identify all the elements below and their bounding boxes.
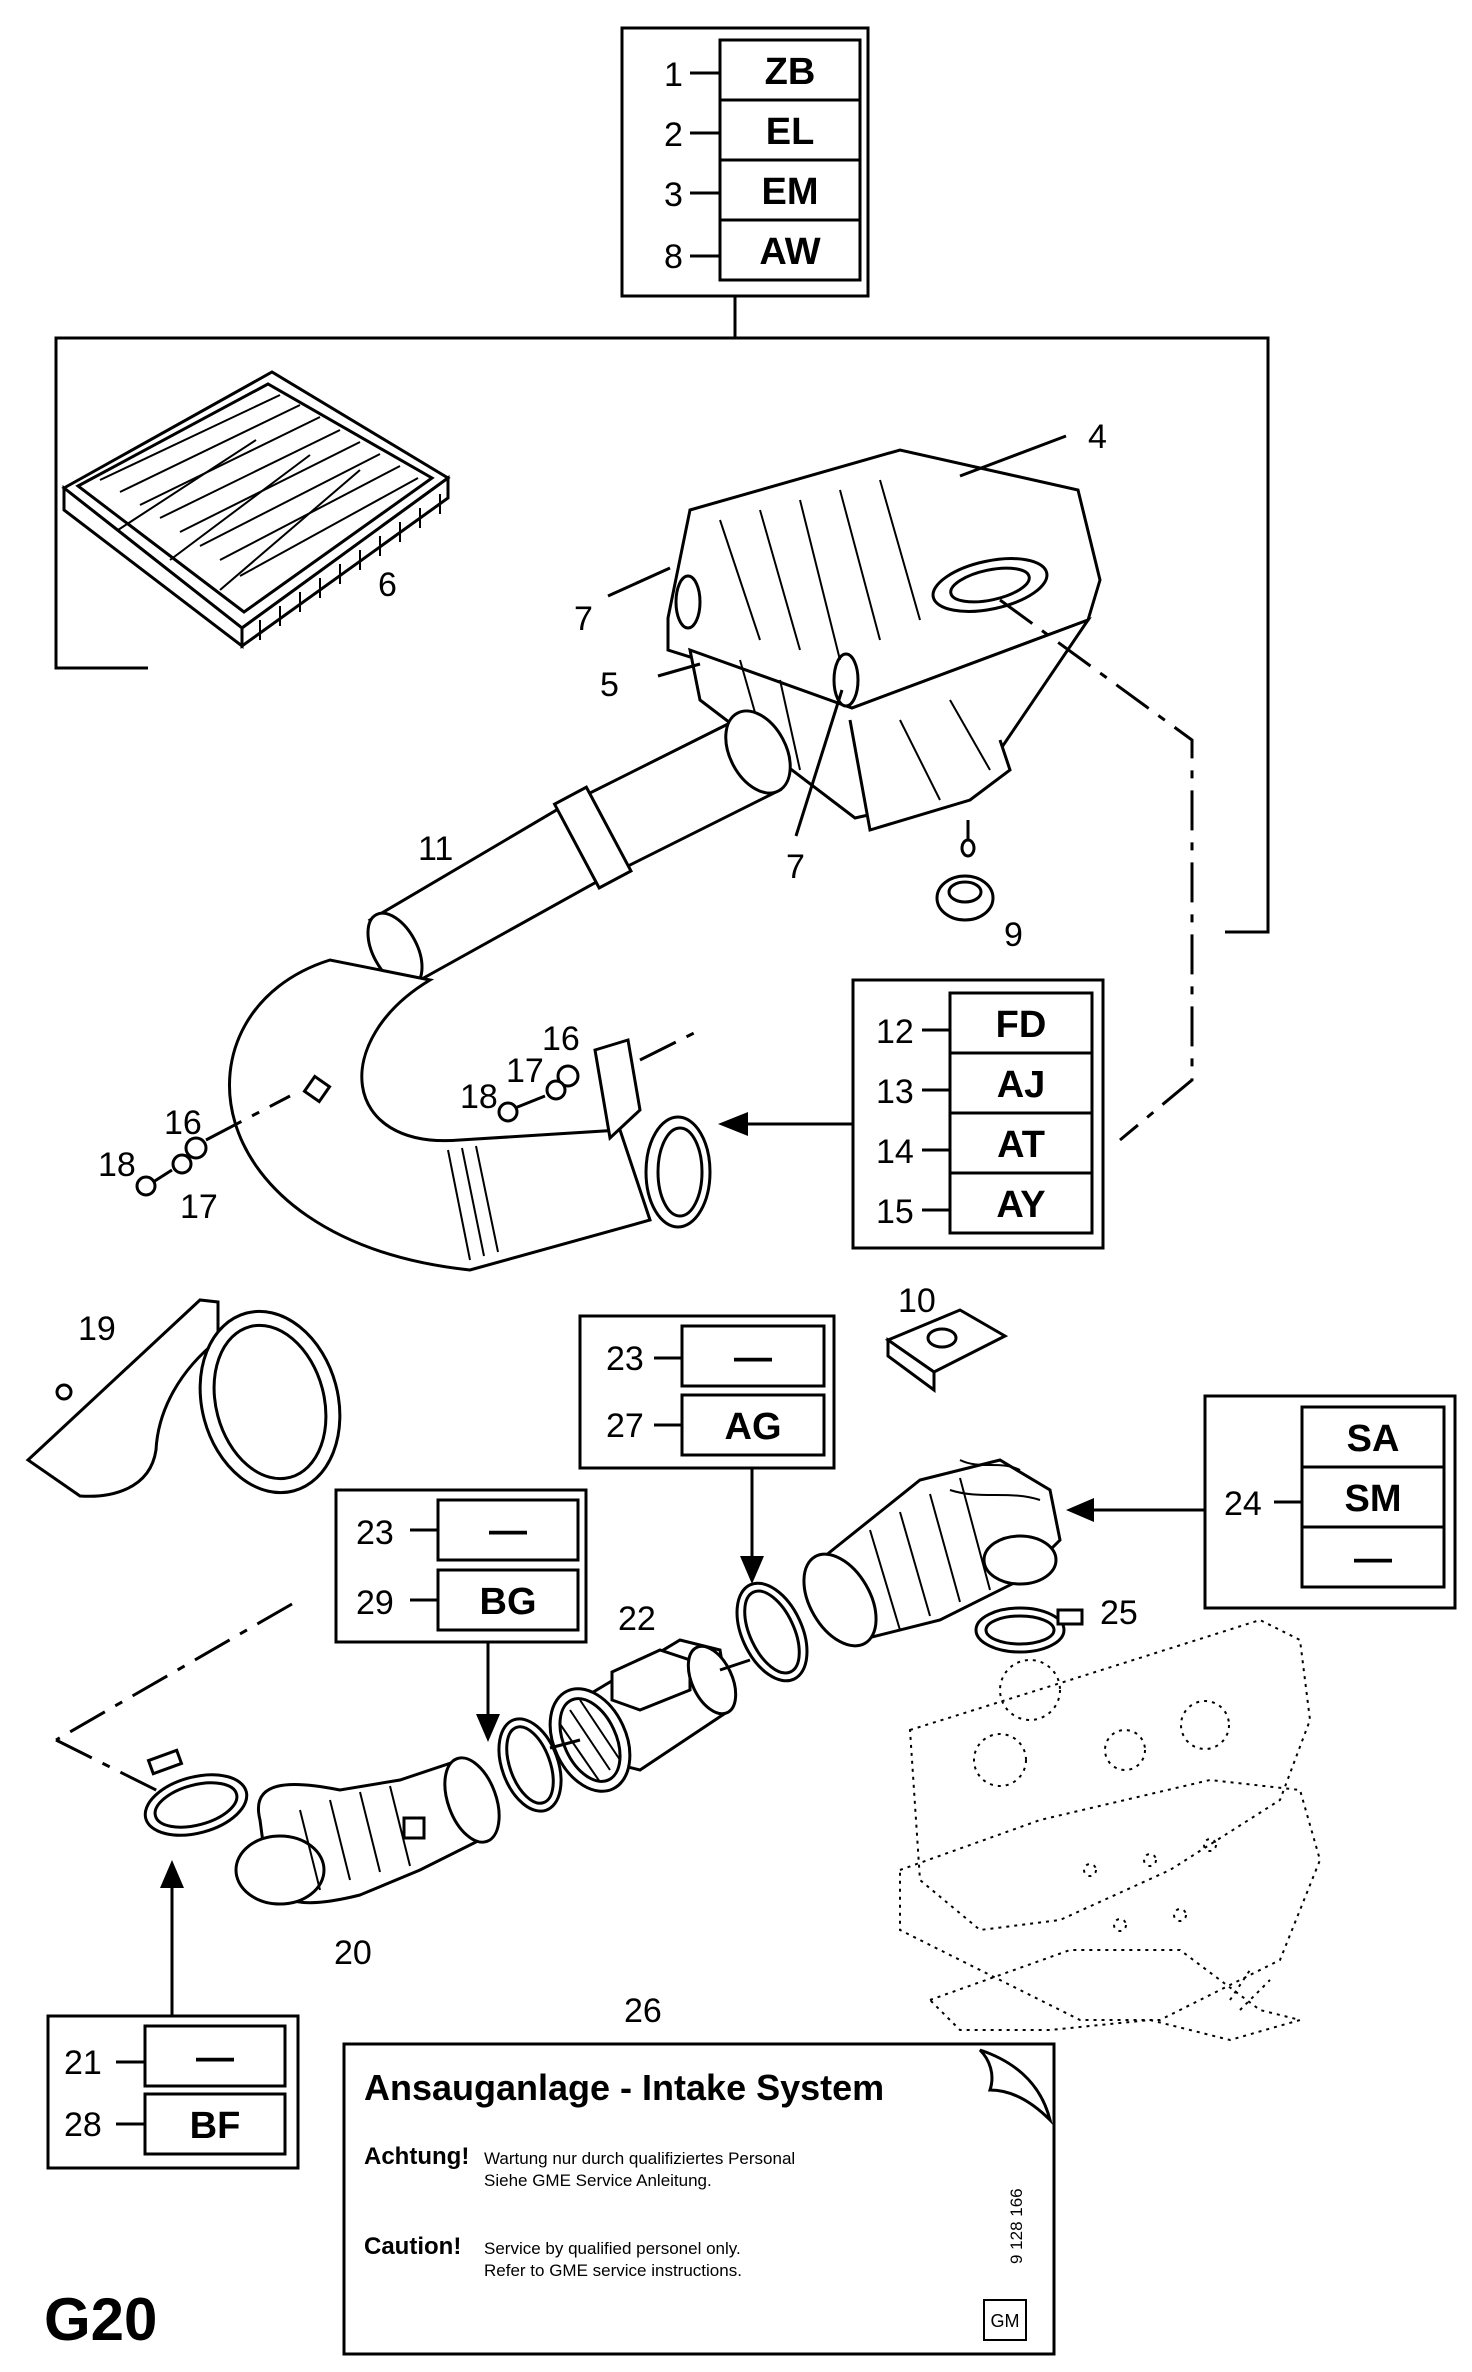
table-mid-code-1: FD: [996, 1004, 1047, 1046]
lower-dash-line-3: [549, 1738, 581, 1750]
intake-shroud: [25, 1298, 342, 1498]
table-23-29-num-2: 29: [356, 1584, 394, 1622]
table-23-27-num-1: 23: [606, 1340, 644, 1378]
engine-outline: [899, 1618, 1322, 2042]
table-23-29-code-2: BG: [480, 1581, 537, 1623]
label-part-number: 9 128 166: [1007, 2188, 1026, 2264]
callout-16b: 16: [164, 1104, 202, 1142]
table-top: 1 2 3 8 ZB EL EM AW: [620, 26, 870, 298]
air-filter-element: [61, 370, 451, 650]
table-23-27: 23 27 — AG: [578, 1314, 836, 1584]
table-24-code-1: SA: [1347, 1418, 1400, 1460]
callout-19: 19: [78, 1310, 116, 1348]
callout-20: 20: [334, 1934, 372, 1972]
callout-7a: 7: [574, 600, 593, 638]
table-24: 24 SA SM —: [1066, 1394, 1457, 1610]
callout-4: 4: [1088, 418, 1107, 456]
table-23-29-num-1: 23: [356, 1514, 394, 1552]
hose-clamps: [143, 1581, 1084, 1837]
table-mid-num-1: 12: [876, 1013, 914, 1051]
table-24-code-3: —: [1354, 1538, 1392, 1580]
table-mid-code-2: AJ: [997, 1064, 1046, 1106]
table-mid-num-2: 13: [876, 1073, 914, 1111]
callout-16a: 16: [542, 1020, 580, 1058]
label-title: Ansauganlage - Intake System: [364, 2067, 884, 2108]
lower-dash-line-2: [55, 1738, 161, 1794]
table-mid-code-4: AY: [996, 1184, 1045, 1226]
table-23-29-code-1: —: [489, 1510, 527, 1552]
table-top-num-4: 8: [664, 238, 683, 276]
lower-dash-line-4: [719, 1658, 751, 1672]
callout-10: 10: [898, 1282, 936, 1320]
callout-17b: 17: [180, 1188, 218, 1226]
callout-5: 5: [600, 666, 619, 704]
table-top-num-1: 1: [664, 56, 683, 94]
page-code: G20: [44, 2286, 157, 2353]
lower-dash-line-1: [55, 1602, 293, 1742]
table-top-num-3: 3: [664, 176, 683, 214]
table-mid-code-3: AT: [997, 1124, 1045, 1166]
table-top-num-2: 2: [664, 116, 683, 154]
callout-9: 9: [1004, 916, 1023, 954]
label-caution-line2: Refer to GME service instructions.: [484, 2261, 742, 2280]
table-21-28: 21 28 — BF: [46, 1860, 300, 2170]
table-top-code-3: EM: [762, 171, 819, 213]
callout-7b: 7: [786, 848, 805, 886]
table-24-code-2: SM: [1345, 1478, 1402, 1520]
table-mid: 12 13 14 15 FD AJ AT AY: [718, 978, 1105, 1250]
label-caution-head: Caution!: [364, 2233, 461, 2260]
table-mid-num-4: 15: [876, 1193, 914, 1231]
duct-fasteners: [135, 1028, 701, 1197]
label-achtung-line2: Siehe GME Service Anleitung.: [484, 2171, 712, 2190]
warning-label: Ansauganlage - Intake System Achtung! Wa…: [342, 2042, 1056, 2356]
table-mid-num-3: 14: [876, 1133, 914, 1171]
clip-nut: [884, 1308, 1009, 1393]
callout-6: 6: [378, 566, 397, 604]
intake-duct: [227, 709, 792, 1272]
callout-18b: 18: [98, 1146, 136, 1184]
table-23-27-code-1: —: [734, 1337, 772, 1379]
table-top-code-4: AW: [759, 231, 820, 273]
table-21-28-num-2: 28: [64, 2106, 102, 2144]
table-23-27-num-2: 27: [606, 1407, 644, 1445]
callout-11: 11: [418, 830, 453, 868]
gm-logo: GM: [991, 2311, 1020, 2331]
group-bracket: [54, 296, 1270, 934]
table-23-29: 23 29 — BG: [334, 1488, 588, 1742]
drain-valve: [935, 838, 995, 922]
table-top-code-1: ZB: [765, 51, 816, 93]
callout-18a: 18: [460, 1078, 498, 1116]
table-23-27-code-2: AG: [725, 1406, 782, 1448]
label-achtung-line1: Wartung nur durch qualifiziertes Persona…: [484, 2149, 795, 2168]
table-21-28-code-1: —: [196, 2037, 234, 2079]
table-21-28-code-2: BF: [190, 2105, 241, 2147]
table-21-28-num-1: 21: [64, 2044, 102, 2082]
air-cleaner-housing: [666, 448, 1102, 842]
table-top-code-2: EL: [766, 111, 815, 153]
upper-intake-hose: [802, 1458, 1062, 1648]
callout-22: 22: [618, 1600, 656, 1638]
label-caution-line1: Service by qualified personel only.: [484, 2239, 741, 2258]
air-mass-meter: [548, 1638, 738, 1793]
table-24-num: 24: [1224, 1485, 1262, 1523]
callout-26: 26: [624, 1992, 662, 2030]
callout-25: 25: [1100, 1594, 1138, 1632]
callouts: 4 5 6 7 7 9 11 16 17 18 16 18 17 10 19 2…: [78, 418, 1138, 2030]
lower-elbow-hose: [234, 1756, 501, 1906]
label-achtung-head: Achtung!: [364, 2143, 469, 2170]
callout-17a: 17: [506, 1052, 544, 1090]
